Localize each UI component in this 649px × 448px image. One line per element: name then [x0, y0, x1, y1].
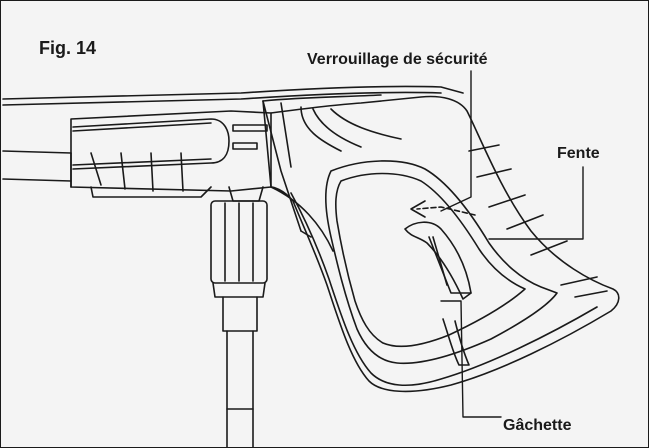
- callout-safety-lock: Verrouillage de sécurité: [307, 51, 488, 68]
- hose-coupler: [210, 186, 268, 332]
- callout-trigger: Gâchette: [503, 417, 572, 434]
- hose: [226, 330, 254, 447]
- figure-number: Fig. 14: [39, 38, 97, 58]
- grip-sleeve: [70, 110, 272, 198]
- trigger: [404, 221, 472, 366]
- leader-lines: [440, 70, 584, 418]
- lance-barrel: [2, 85, 464, 182]
- lock-arrow: [410, 200, 476, 218]
- handle-ribs: [468, 144, 608, 298]
- safety-housing: [262, 94, 402, 238]
- handle-body: [270, 95, 620, 393]
- callout-slot: Fente: [557, 145, 600, 162]
